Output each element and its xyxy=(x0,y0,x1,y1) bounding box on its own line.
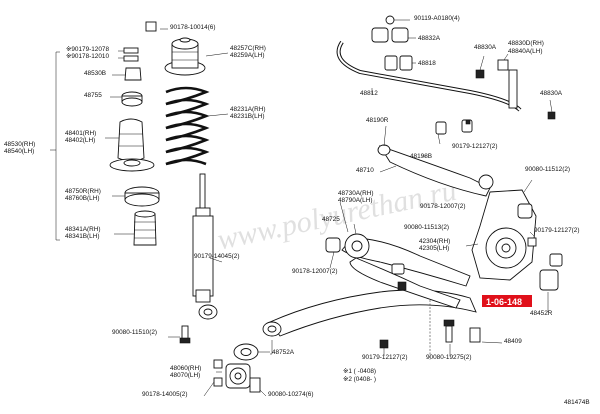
part-label-p48401: 48401(RH) xyxy=(65,130,96,137)
part-label-p90080-11512: 90080-11512(2) xyxy=(525,166,570,173)
lower-arm-assembly xyxy=(325,201,471,309)
part-label-p48755: 48755 xyxy=(84,92,102,99)
part-label-p90178-12007b: 90178-12007(2) xyxy=(292,268,337,275)
knuckle-42304 xyxy=(465,179,537,281)
part-label-p48750: 48750R(RH) xyxy=(65,188,101,195)
bolt-90179-12127 xyxy=(379,339,389,356)
part-label-p48725: 48725 xyxy=(322,216,340,223)
stabilizer-link xyxy=(475,53,556,120)
highlight-label: 1-06-148 xyxy=(486,297,522,307)
part-label-p90178-10014: 90178-10014(6) xyxy=(170,24,215,31)
part-label-p48198B: 48198B xyxy=(410,153,432,160)
part-label-p48530B: 48530B xyxy=(84,70,106,77)
left-bracket xyxy=(50,51,60,241)
part-label-p48190R: 48190R xyxy=(366,117,389,124)
part-label-p48259A: 48259A(LH) xyxy=(230,52,264,59)
part-label-p48830D: 48830D(RH) xyxy=(508,40,544,47)
part-label-p48070: 48070(LH) xyxy=(170,372,200,379)
part-label-p90178-14005: 90178-14005(2) xyxy=(142,391,187,398)
arm-bushing-48752A xyxy=(233,343,270,361)
part-label-p48710: 48710 xyxy=(356,167,374,174)
part-label-pnote1: ※1 ( -0408) xyxy=(343,368,376,375)
part-label-p90080-11510: 90080-11510(2) xyxy=(112,329,157,336)
part-label-p48832A: 48832A xyxy=(418,35,441,42)
bolt-90080-19275 xyxy=(429,300,503,360)
part-label-p48402: 48402(LH) xyxy=(65,137,95,144)
part-label-p48752A: 48752A xyxy=(272,349,295,356)
part-label-p90080-10274: 90080-10274(6) xyxy=(268,391,313,398)
part-label-p90179-14045: 90179-14045(2) xyxy=(194,253,239,260)
part-label-p48231B: 48231B(LH) xyxy=(230,113,264,120)
part-label-p48341B: 48341B(LH) xyxy=(65,233,99,240)
part-label-p48790: 48790A(LH) xyxy=(338,197,372,204)
part-label-p90179-12127c: 90179-12127(2) xyxy=(362,354,407,361)
part-label-p48830A2: 48830A xyxy=(540,90,563,97)
bushing-48452R xyxy=(539,253,563,312)
part-label-p48452R: 48452R xyxy=(530,310,553,317)
part-label-p48540: 48540(LH) xyxy=(4,148,34,155)
part-label-p48812: 48812 xyxy=(360,90,378,97)
part-label-p90080-19275: 90080-19275(2) xyxy=(426,354,471,361)
knuckle-bushing-48060 xyxy=(203,359,267,397)
coil-spring xyxy=(165,86,229,166)
shock-absorber xyxy=(192,173,223,320)
strut-exploded-parts xyxy=(109,21,160,246)
part-label-p90080-11513: 90080-11513(2) xyxy=(404,224,449,231)
part-label-p90178-12007a: 90178-12007(2) xyxy=(420,203,465,210)
part-label-p48231A: 48231A(RH) xyxy=(230,106,266,113)
highlight-tag: 1-06-148 xyxy=(482,295,532,307)
upper-control-arm xyxy=(377,119,494,197)
part-label-p48760: 48760B(LH) xyxy=(65,195,99,202)
part-number-labels: 90178-10014(6) ※90179-12078※90178-12010 48… xyxy=(4,15,579,398)
part-label-p90179-12127a: 90179-12127(2) xyxy=(452,143,497,150)
part-label-p42304: 42304(RH) xyxy=(419,238,450,245)
spring-upper-mount xyxy=(164,37,229,76)
part-label-p48257C: 48257C(RH) xyxy=(230,45,266,52)
part-label-p90178-12010: ※90178-12010 xyxy=(66,53,109,60)
part-label-p42305: 42305(LH) xyxy=(419,245,449,252)
part-label-p48409: 48409 xyxy=(504,338,522,345)
part-label-p48818: 48818 xyxy=(418,60,436,67)
stabilizer-bar xyxy=(336,40,522,112)
part-label-p48341A: 48341A(RH) xyxy=(65,226,101,233)
part-label-p90179-12078: ※90179-12078 xyxy=(66,46,109,53)
part-label-p48530: 48530(RH) xyxy=(4,141,35,148)
part-label-p90119-A0180: 90119-A0180(4) xyxy=(414,15,460,22)
stabilizer-brackets xyxy=(371,15,416,94)
highlight-box xyxy=(482,295,532,307)
bolt-90080-11510 xyxy=(168,325,191,344)
part-label-pnote2: ※2 (0408- ) xyxy=(343,376,376,383)
part-label-p90179-12127b: 90179-12127(2) xyxy=(534,227,579,234)
left-leaders xyxy=(105,28,168,235)
drawing-code: 481474B xyxy=(564,399,590,406)
lower-arm xyxy=(262,289,477,355)
part-label-p48060: 48060(RH) xyxy=(170,365,201,372)
part-label-p48730: 48730A(RH) xyxy=(338,190,374,197)
part-label-p48840A: 48840A(LH) xyxy=(508,48,542,55)
part-label-p48830A1: 48830A xyxy=(474,44,497,51)
